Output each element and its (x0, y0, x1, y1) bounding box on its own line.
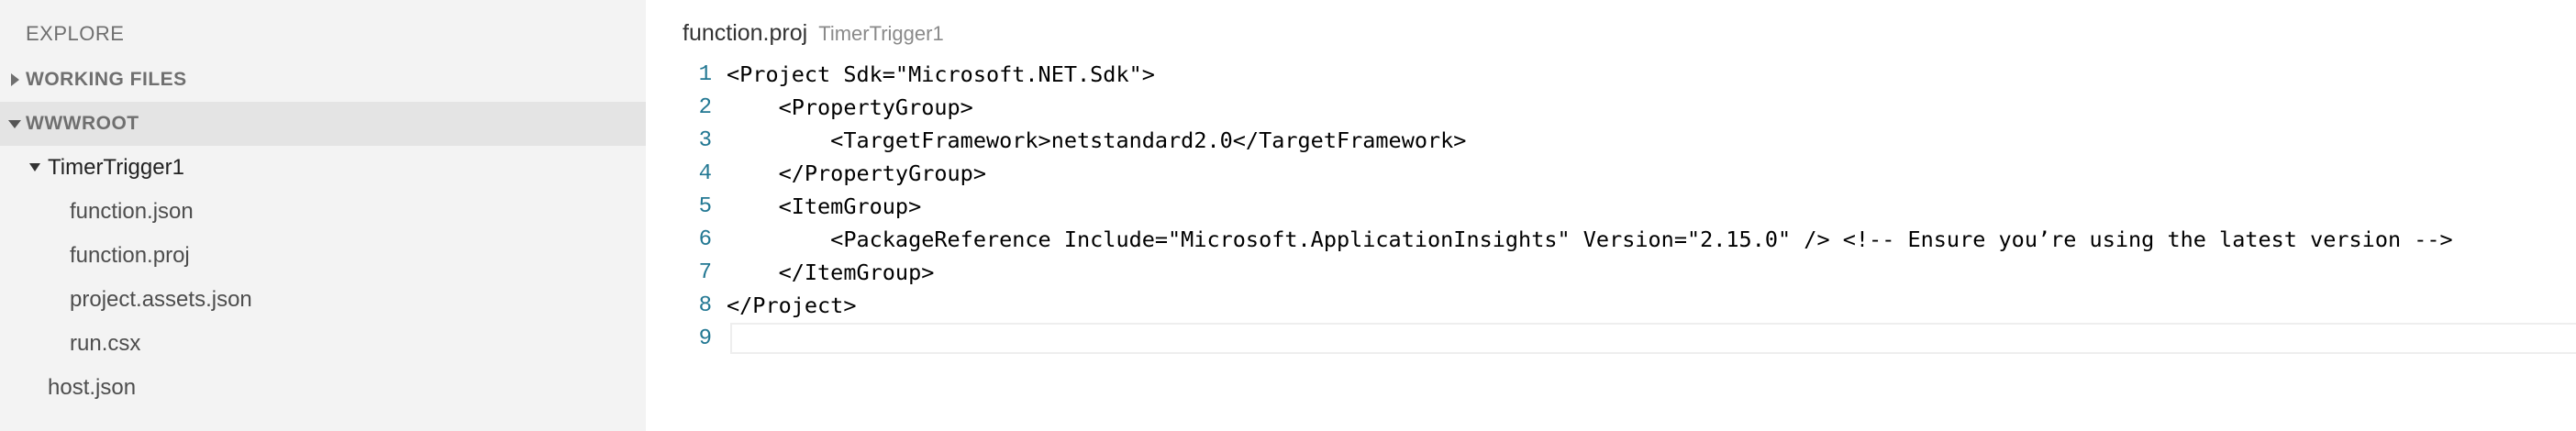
tree-file-function-json[interactable]: function.json (0, 191, 646, 233)
tree-file-label: function.json (70, 199, 194, 224)
tree-file-label: run.csx (70, 331, 141, 356)
code-line[interactable]: 7 </ItemGroup> (646, 256, 2576, 289)
editor-filename: function.proj (683, 20, 808, 46)
line-number: 8 (698, 293, 712, 318)
line-number: 7 (698, 260, 712, 285)
code-editor[interactable]: function.proj TimerTrigger1 1 <Project S… (646, 0, 2576, 431)
editor-header: function.proj TimerTrigger1 (683, 20, 944, 47)
line-number: 2 (698, 94, 712, 120)
explorer-title: EXPLORE (26, 22, 125, 45)
code-area[interactable]: 1 <Project Sdk="Microsoft.NET.Sdk"> 2 <P… (646, 58, 2576, 355)
tree-file-label: host.json (48, 375, 137, 400)
code-line[interactable]: 6 <PackageReference Include="Microsoft.A… (646, 223, 2576, 256)
line-text[interactable]: </PropertyGroup> (727, 160, 986, 186)
tree-file-host-json[interactable]: host.json (0, 367, 646, 409)
line-number: 4 (698, 160, 712, 186)
current-line-highlight (730, 323, 2576, 354)
section-wwwroot[interactable]: WWWROOT (0, 102, 646, 146)
folder-expanded-icon[interactable] (29, 163, 40, 171)
section-wwwroot-label: WWWROOT (26, 113, 139, 134)
code-line[interactable]: 2 <PropertyGroup> (646, 91, 2576, 124)
tree-file-project-assets-json[interactable]: project.assets.json (0, 279, 646, 321)
code-line[interactable]: 4 </PropertyGroup> (646, 157, 2576, 190)
line-number: 6 (698, 227, 712, 252)
tree-folder-label: TimerTrigger1 (48, 155, 184, 180)
code-line[interactable]: 3 <TargetFramework>netstandard2.0</Targe… (646, 124, 2576, 157)
tree-folder-timertrigger1[interactable]: TimerTrigger1 (0, 147, 646, 189)
line-number: 9 (698, 326, 712, 351)
section-working-files[interactable]: WORKING FILES (0, 58, 646, 102)
line-number: 1 (698, 61, 712, 87)
line-text[interactable]: <PropertyGroup> (727, 94, 973, 120)
code-line[interactable]: 5 <ItemGroup> (646, 190, 2576, 223)
code-line[interactable]: 1 <Project Sdk="Microsoft.NET.Sdk"> (646, 58, 2576, 91)
line-text[interactable]: </Project> (727, 293, 857, 318)
line-text[interactable]: <PackageReference Include="Microsoft.App… (727, 227, 2453, 252)
tree-file-run-csx[interactable]: run.csx (0, 323, 646, 365)
line-number: 5 (698, 193, 712, 219)
chevron-down-icon[interactable] (0, 119, 26, 128)
tree-file-label: project.assets.json (70, 287, 252, 312)
tree-file-label: function.proj (70, 243, 190, 268)
line-text[interactable]: <ItemGroup> (727, 193, 922, 219)
code-line-current[interactable]: 9 (646, 322, 2576, 355)
explorer-sidebar: EXPLORE WORKING FILES WWWROOT TimerTrigg… (0, 0, 646, 431)
line-text[interactable]: <TargetFramework>netstandard2.0</TargetF… (727, 127, 1467, 153)
chevron-right-icon[interactable] (0, 73, 26, 86)
line-number: 3 (698, 127, 712, 153)
line-text[interactable]: </ItemGroup> (727, 260, 935, 285)
code-line[interactable]: 8 </Project> (646, 289, 2576, 322)
tree-file-function-proj[interactable]: function.proj (0, 235, 646, 277)
section-working-files-label: WORKING FILES (26, 69, 187, 90)
editor-folder: TimerTrigger1 (818, 22, 944, 45)
line-text[interactable]: <Project Sdk="Microsoft.NET.Sdk"> (727, 61, 1155, 87)
